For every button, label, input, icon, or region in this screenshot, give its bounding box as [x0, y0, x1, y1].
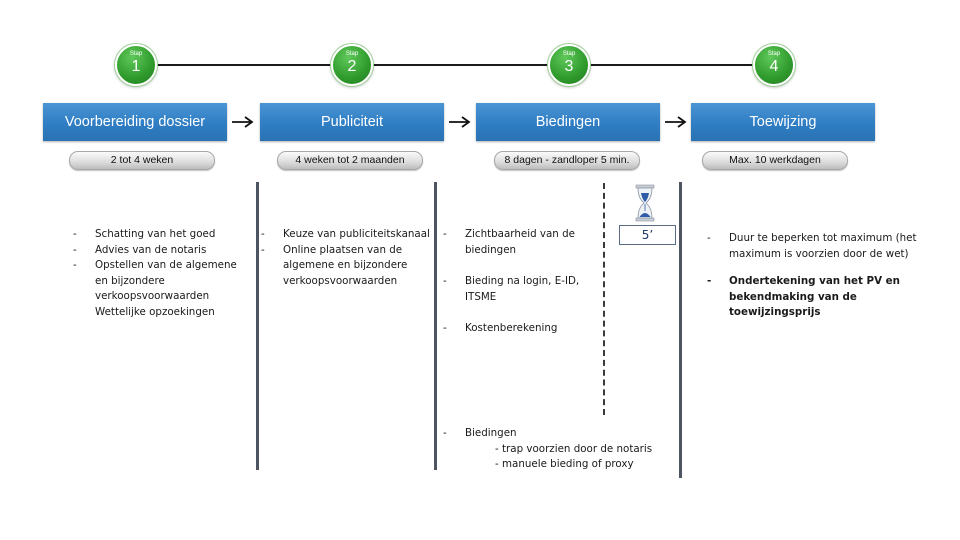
- column-divider: [434, 182, 437, 470]
- step-4-word: Stap: [767, 51, 781, 57]
- list-item: Biedingen: [443, 426, 683, 442]
- duration-award: Max. 10 werkdagen: [702, 151, 848, 170]
- arrow-right-icon: [665, 116, 687, 128]
- list-item: - trap voorzien door de notaris: [495, 442, 653, 455]
- step-3-word: Stap: [562, 51, 576, 57]
- duration-preparation: 2 tot 4 weken: [69, 151, 215, 170]
- list-item: - manuele bieding of proxy: [495, 458, 634, 471]
- award-list: Duur te beperken tot maximum (het maximu…: [707, 231, 943, 321]
- hourglass-icon: [635, 184, 655, 222]
- list-item: Advies van de notaris: [73, 243, 243, 259]
- list-item: Keuze van publiciteitskanaal: [261, 227, 436, 243]
- phase-header-publicity: Publiciteit: [260, 103, 444, 141]
- list-item: Bieding na login, E-ID, ITSME: [443, 274, 593, 305]
- phase-header-bids: Biedingen: [476, 103, 660, 141]
- arrow-right-icon: [449, 116, 471, 128]
- list-item: Opstellen van de algemene en bijzondere …: [73, 258, 243, 305]
- duration-publicity: 4 weken tot 2 maanden: [277, 151, 423, 170]
- step-4-number: 4: [769, 58, 779, 75]
- bids-sublist: Biedingen - trap voorzien door de notari…: [443, 426, 683, 473]
- column-divider: [256, 182, 259, 470]
- phase-header-preparation: Voorbereiding dossier: [43, 103, 227, 141]
- timer-box: 5’: [619, 225, 676, 245]
- list-item: Ondertekening van het PV en bekendmaking…: [707, 274, 943, 321]
- list-item: Wettelijke opzoekingen: [95, 305, 215, 318]
- dashed-divider: [603, 183, 605, 415]
- list-item: Kostenberekening: [443, 321, 593, 337]
- list-item: Zichtbaarheid van de biedingen: [443, 227, 593, 258]
- publicity-list: Keuze van publiciteitskanaal Online plaa…: [261, 227, 436, 289]
- column-divider: [679, 182, 682, 478]
- phase-header-award: Toewijzing: [691, 103, 875, 141]
- step-2-word: Stap: [345, 51, 359, 57]
- duration-bids: 8 dagen - zandloper 5 min.: [494, 151, 640, 170]
- step-4-circle: Stap 4: [753, 44, 795, 86]
- timeline-line: [136, 64, 774, 66]
- step-2-number: 2: [347, 58, 357, 75]
- step-1-number: 1: [131, 58, 141, 75]
- list-item: Duur te beperken tot maximum (het maximu…: [707, 231, 943, 262]
- list-item: Schatting van het goed: [73, 227, 243, 243]
- arrow-right-icon: [232, 116, 254, 128]
- list-item: Online plaatsen van de algemene en bijzo…: [261, 243, 436, 290]
- step-2-circle: Stap 2: [331, 44, 373, 86]
- bids-list: Zichtbaarheid van de biedingen Bieding n…: [443, 227, 593, 337]
- step-3-circle: Stap 3: [548, 44, 590, 86]
- step-1-word: Stap: [129, 51, 143, 57]
- step-1-circle: Stap 1: [115, 44, 157, 86]
- step-3-number: 3: [564, 58, 574, 75]
- preparation-list: Schatting van het goed Advies van de not…: [73, 227, 243, 321]
